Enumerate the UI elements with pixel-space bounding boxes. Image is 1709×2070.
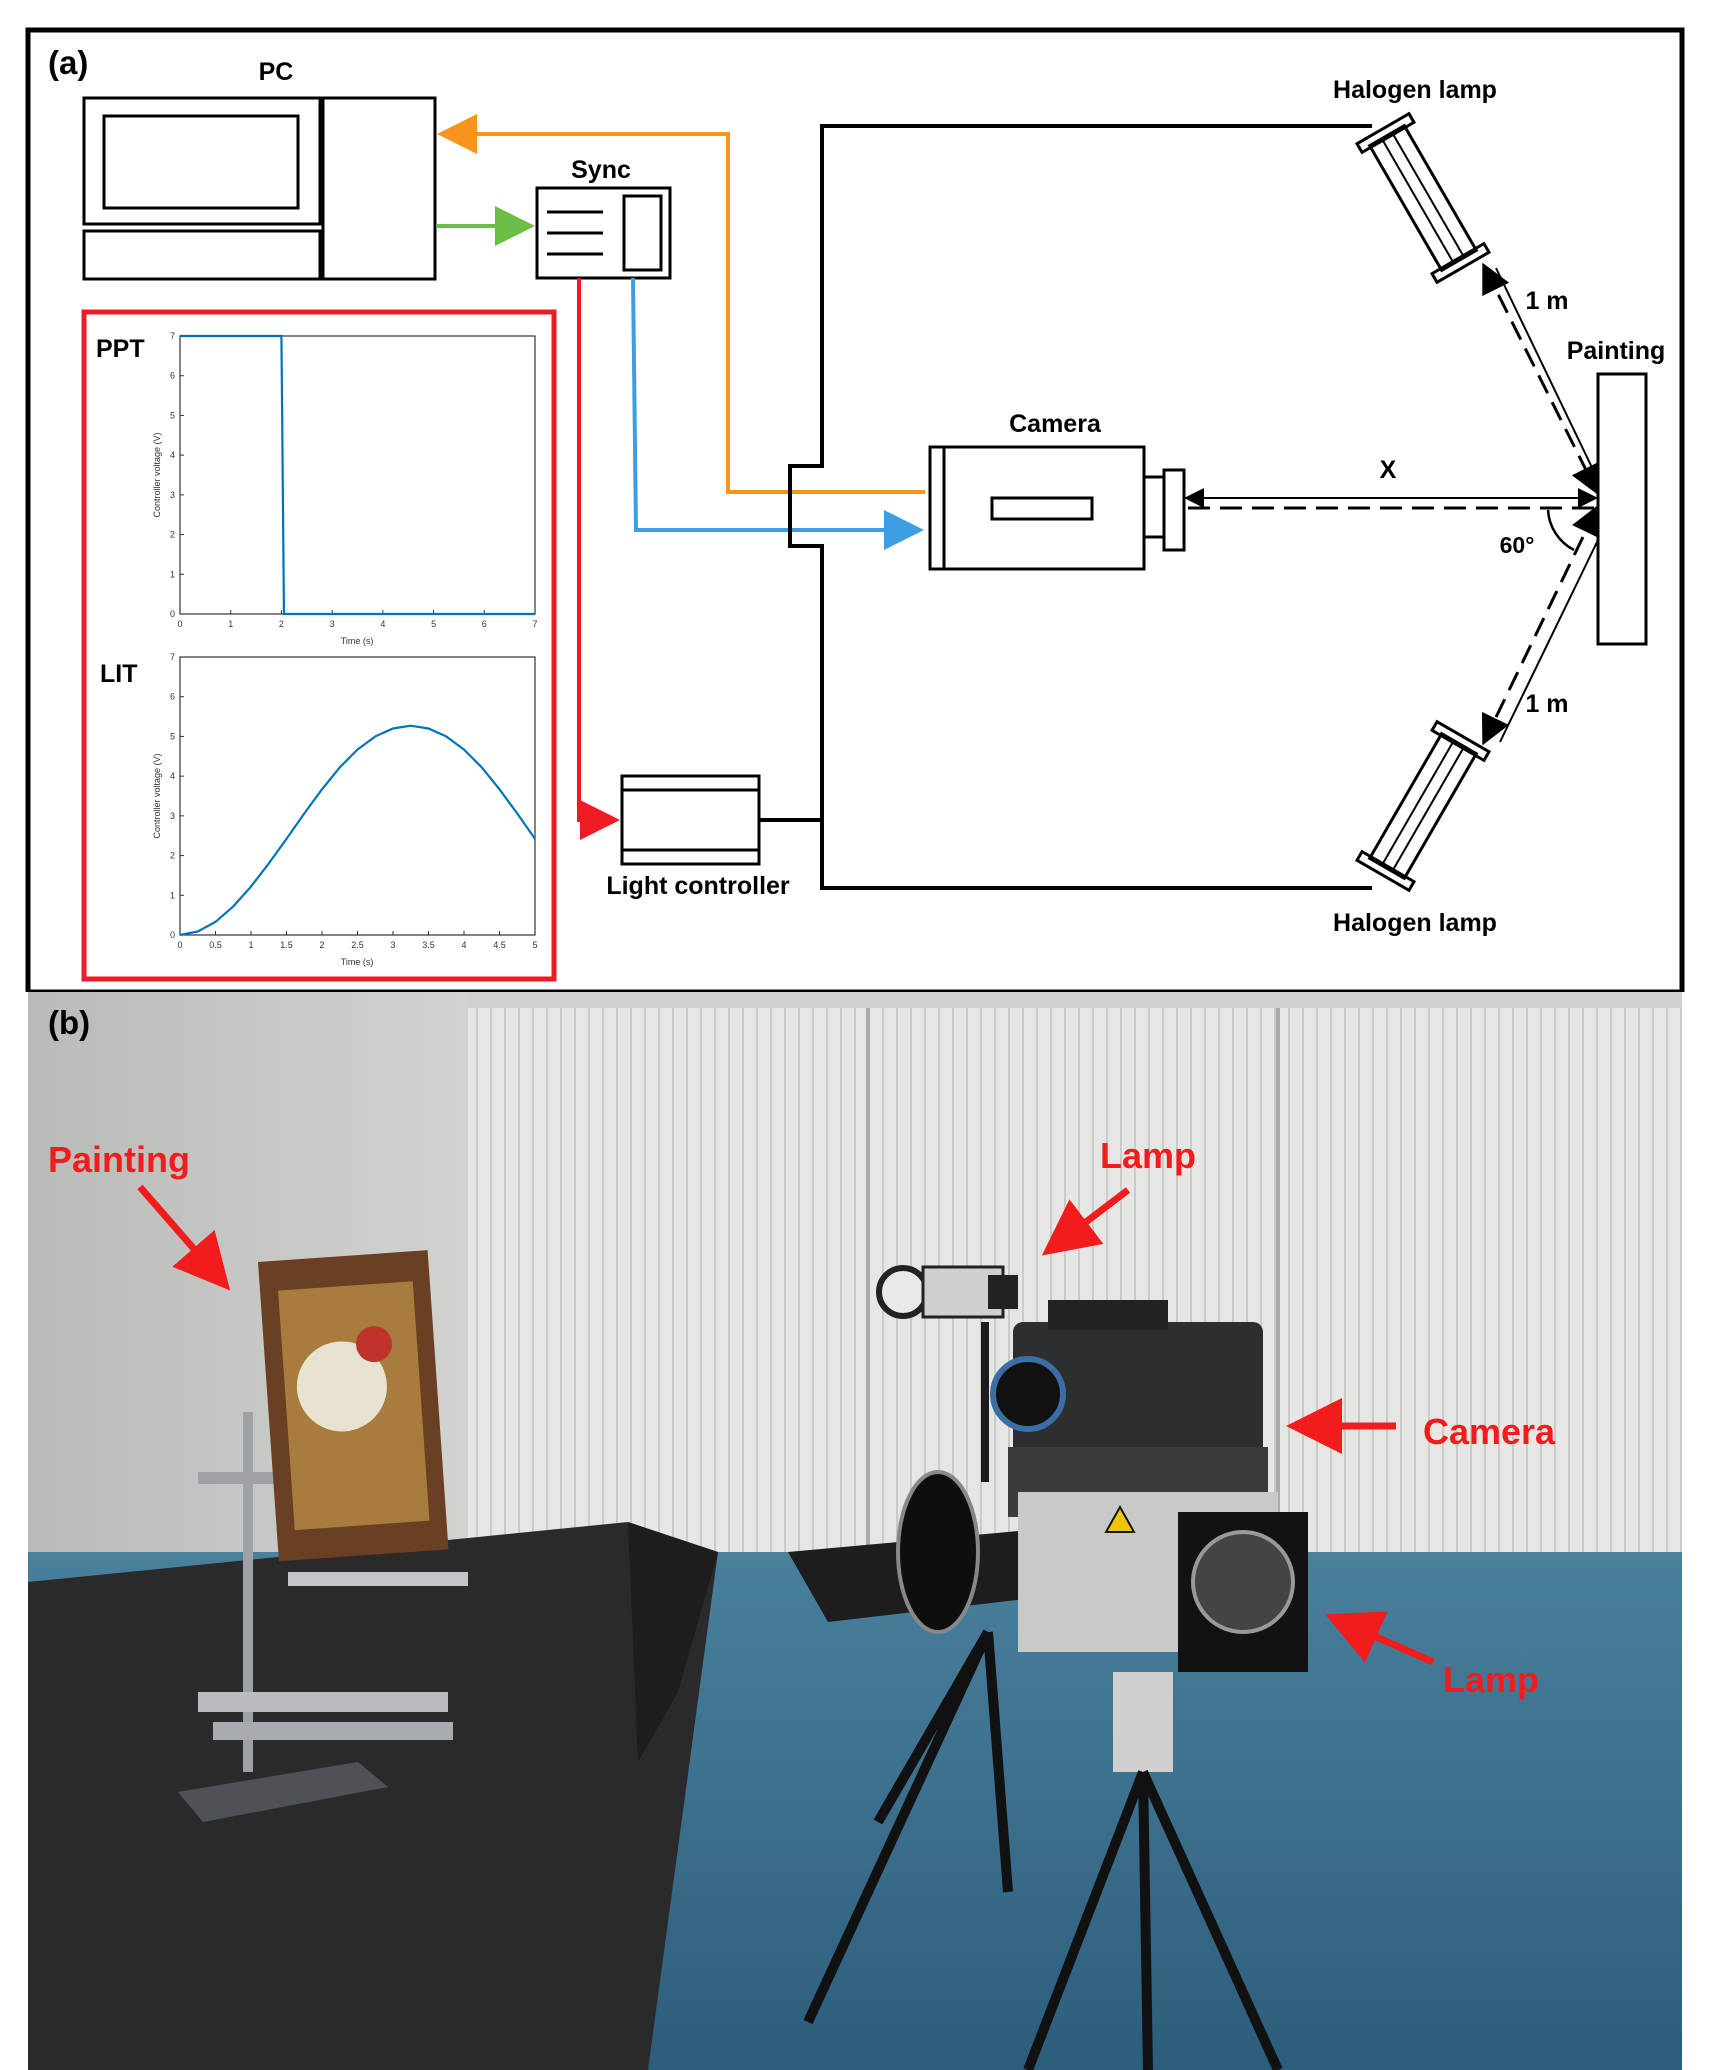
ppt-xtick-label: 6	[482, 619, 487, 629]
panel-a-label: (a)	[48, 44, 88, 81]
excitation-inset-frame	[81, 309, 557, 982]
setup-frame-line	[788, 124, 1372, 890]
angle-label: 60°	[1500, 532, 1535, 558]
painting-icon	[1596, 372, 1648, 646]
lit-xtick-label: 2	[319, 940, 324, 950]
light-controller-box	[620, 774, 761, 866]
blue-signal-line	[631, 277, 924, 550]
schematic-panel: (a) PC Sync Light controller Cam	[25, 27, 1685, 992]
painting-stand	[178, 1412, 468, 1822]
red-signal-line	[577, 278, 620, 840]
halogen-lamp-top-icon	[1354, 111, 1492, 285]
painting-photo-label: Painting	[48, 1139, 190, 1180]
lit-xtick-label: 5	[532, 940, 537, 950]
ppt-series-line	[180, 334, 535, 616]
photo-panel: (b) Painting Lamp Camera Lamp	[28, 992, 1682, 2070]
lit-ytick-label: 1	[170, 890, 175, 900]
halogen-lamp-bottom-label: Halogen lamp	[1333, 909, 1497, 937]
lit-ytick-label: 0	[170, 930, 175, 940]
lit-ytick-label: 4	[170, 771, 175, 781]
ppt-ytick-label: 0	[170, 609, 175, 619]
ppt-xtick-label: 2	[279, 619, 284, 629]
lit-ytick-label: 3	[170, 811, 175, 821]
lit-xtick-label: 1.5	[280, 940, 293, 950]
distance-top-label: 1 m	[1525, 287, 1568, 315]
lit-xtick-label: 2.5	[351, 940, 364, 950]
orange-signal-line	[437, 114, 925, 494]
lamp-bottom-arrow	[1325, 1611, 1435, 1666]
light-controller-label: Light controller	[606, 872, 790, 900]
painting-photo	[258, 1250, 449, 1562]
lit-series-line	[179, 724, 536, 937]
lit-xtick-label: 3.5	[422, 940, 435, 950]
lit-xtick-label: 4	[461, 940, 466, 950]
panel-a-frame	[25, 27, 1685, 992]
table-top	[28, 1522, 718, 2070]
ppt-xtick-label: 5	[431, 619, 436, 629]
ppt-plot: Time (s) Controller voltage (V) 0 1 2 3 4 5 6 7…	[152, 331, 538, 646]
lit-xtick-label: 1	[248, 940, 253, 950]
lit-ytick-label: 5	[170, 731, 175, 741]
distance-top-line-solid	[1495, 267, 1599, 481]
ppt-xtick-label: 7	[532, 619, 537, 629]
pc-label: PC	[259, 58, 294, 86]
panel-b-label: (b)	[48, 1004, 90, 1041]
ppt-xlabel: Time (s)	[341, 636, 374, 646]
angle-arc	[1546, 509, 1575, 552]
tripod-legs	[803, 1629, 1283, 2070]
distance-top-line	[1482, 262, 1599, 496]
lamp-top-photo	[876, 1265, 1018, 1482]
distance-bottom-line-solid	[1499, 539, 1599, 743]
lit-ytick-label: 6	[170, 692, 175, 702]
ppt-ytick-label: 1	[170, 569, 175, 579]
ppt-label: PPT	[96, 335, 145, 363]
ppt-xtick-label: 0	[177, 619, 182, 629]
lit-xtick-label: 3	[390, 940, 395, 950]
ppt-xtick-label: 4	[380, 619, 385, 629]
halogen-lamp-top-label: Halogen lamp	[1333, 76, 1497, 104]
ppt-ytick-label: 7	[170, 331, 175, 341]
sync-label: Sync	[571, 156, 631, 184]
lamp-bottom-photo-label: Lamp	[1443, 1659, 1539, 1700]
ppt-ytick-label: 4	[170, 450, 175, 460]
camera-photo-label: Camera	[1423, 1411, 1556, 1452]
camera-label: Camera	[1009, 410, 1102, 438]
ppt-ytick-label: 5	[170, 410, 175, 420]
lit-ytick-label: 7	[170, 652, 175, 662]
distance-x-label: X	[1380, 456, 1397, 484]
lit-ylabel: Controller voltage (V)	[152, 753, 162, 838]
lamp-top-arrow	[1041, 1187, 1131, 1256]
ppt-plot-area	[179, 335, 536, 615]
ppt-ylabel: Controller voltage (V)	[152, 432, 162, 517]
ppt-ytick-label: 6	[170, 371, 175, 381]
ppt-xtick-label: 1	[228, 619, 233, 629]
sync-box	[535, 186, 672, 280]
pc-icon	[82, 96, 437, 281]
lit-xtick-label: 0	[177, 940, 182, 950]
halogen-lamp-bottom-icon	[1354, 719, 1492, 893]
lit-plot: Time (s) Controller voltage (V) 0 0.5 1 1.5…	[152, 652, 538, 967]
cabinet-top-edge	[468, 992, 1682, 1008]
painting-label: Painting	[1567, 337, 1666, 365]
table-front-drape	[628, 1522, 718, 1762]
distance-bottom-label: 1 m	[1525, 690, 1568, 718]
camera-rig-photo	[788, 1300, 1308, 1772]
camera-icon	[928, 445, 1186, 571]
lamp-top-photo-label: Lamp	[1100, 1135, 1196, 1176]
lit-label: LIT	[100, 660, 138, 688]
lit-ytick-label: 2	[170, 851, 175, 861]
lit-plot-area	[179, 656, 536, 936]
ppt-ytick-label: 3	[170, 490, 175, 500]
lit-xtick-label: 0.5	[209, 940, 222, 950]
ppt-ytick-label: 2	[170, 530, 175, 540]
distance-bottom-line	[1481, 504, 1600, 746]
lit-xlabel: Time (s)	[341, 957, 374, 967]
lit-xtick-label: 4.5	[493, 940, 506, 950]
ppt-xtick-label: 3	[330, 619, 335, 629]
painting-arrow	[137, 1184, 231, 1291]
